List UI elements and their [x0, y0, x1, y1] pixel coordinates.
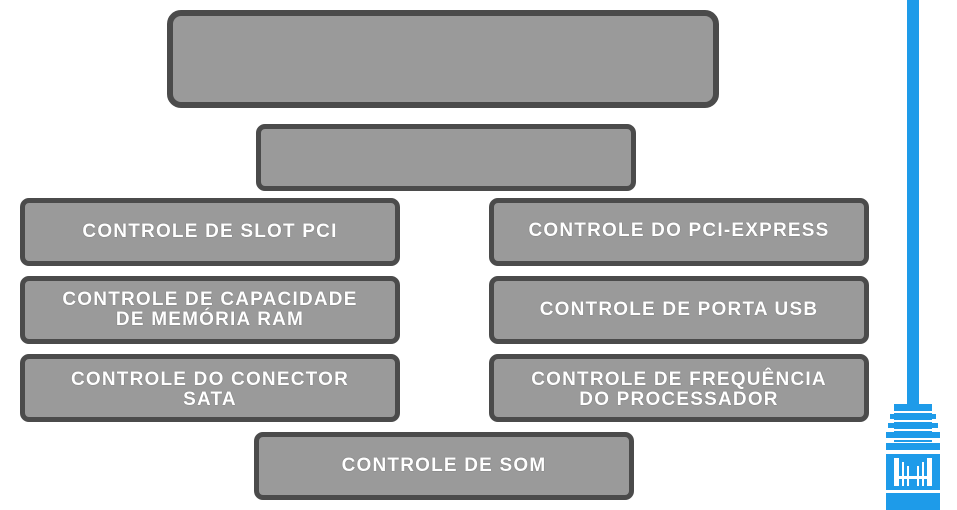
sound-control-label: CONTROLE DE SOM: [341, 455, 547, 477]
pci-slot-control-label: CONTROLE DE SLOT PCI: [82, 221, 338, 243]
ram-capacity-label-line1: CONTROLE DE CAPACIDADE: [62, 289, 358, 311]
ram-capacity-control-box: CONTROLE DE CAPACIDADE DE MEMÓRIA RAM: [20, 276, 400, 344]
ethernet-cable-icon: [886, 0, 940, 510]
ram-capacity-label-line2: DE MEMÓRIA RAM: [115, 309, 305, 330]
title-box: [167, 10, 719, 108]
pci-express-control-label: CONTROLE DO PCI-EXPRESS: [528, 220, 830, 241]
pci-slot-control-box: CONTROLE DE SLOT PCI: [20, 198, 400, 266]
plug-contacts: [894, 458, 932, 486]
usb-port-control-label: CONTROLE DE PORTA USB: [539, 299, 819, 321]
pci-express-control-box: CONTROLE DO PCI-EXPRESS: [489, 198, 869, 266]
usb-port-control-box: CONTROLE DE PORTA USB: [489, 276, 869, 344]
processor-frequency-label-line1: CONTROLE DE FREQUÊNCIA: [531, 369, 827, 390]
cable-wire: [907, 0, 919, 406]
sata-connector-control-box: CONTROLE DO CONECTOR SATA: [20, 354, 400, 422]
subtitle-box: [256, 124, 636, 191]
sata-connector-label-line1: CONTROLE DO CONECTOR: [70, 369, 350, 390]
processor-frequency-label-line2: DO PROCESSADOR: [579, 388, 779, 410]
processor-frequency-control-box: CONTROLE DE FREQUÊNCIA DO PROCESSADOR: [489, 354, 869, 422]
sata-connector-label-line2: SATA: [183, 388, 237, 410]
sound-control-box: CONTROLE DE SOM: [254, 432, 634, 500]
